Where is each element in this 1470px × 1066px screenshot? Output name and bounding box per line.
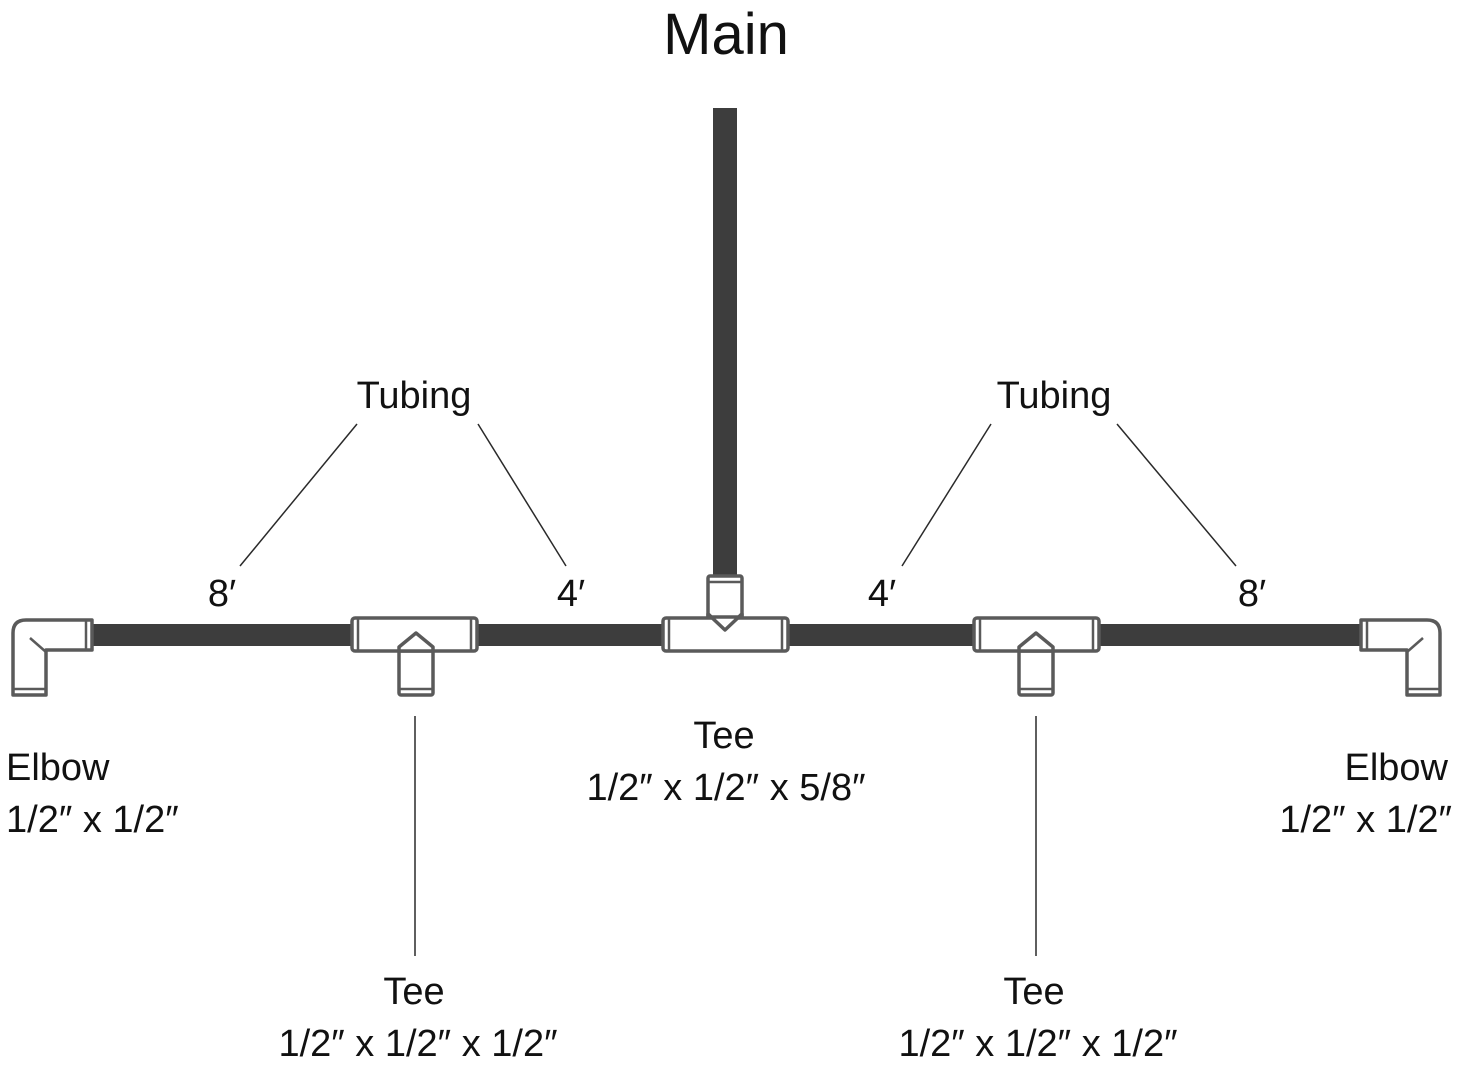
elbow-left-size: 1/2″ x 1/2″	[6, 799, 179, 841]
tubing-label-left: Tubing	[357, 375, 472, 417]
tee-right-size: 1/2″ x 1/2″ x 1/2″	[898, 1023, 1177, 1065]
elbow-left-fitting	[11, 618, 94, 697]
tubing-right-outer	[1096, 624, 1360, 646]
length-label-left-inner: 4′	[557, 573, 585, 615]
tee-center-name: Tee	[693, 715, 754, 757]
tee-center-fitting	[661, 574, 790, 653]
elbow-right-size: 1/2″ x 1/2″	[1279, 799, 1452, 841]
elbow-left-name: Elbow	[6, 747, 110, 789]
elbow-right-name: Elbow	[1345, 747, 1449, 789]
leader-tubing-right-inner	[901, 423, 992, 567]
main-supply-tubing	[713, 108, 737, 578]
tee-left-size: 1/2″ x 1/2″ x 1/2″	[278, 1023, 557, 1065]
leader-tubing-right-outer	[1116, 423, 1237, 567]
diagram-title: Main	[663, 2, 789, 67]
tee-right-name: Tee	[1003, 971, 1064, 1013]
tubing-right-inner	[786, 624, 974, 646]
tee-left-fitting	[350, 616, 479, 697]
length-label-left-outer: 8′	[208, 573, 236, 615]
tubing-label-right: Tubing	[997, 375, 1112, 417]
leader-tubing-left-outer	[239, 423, 358, 567]
leader-tubing-left-inner	[477, 423, 567, 567]
tee-center-size: 1/2″ x 1/2″ x 5/8″	[586, 767, 865, 809]
tee-right-fitting	[972, 616, 1101, 697]
length-label-right-inner: 4′	[868, 573, 896, 615]
length-label-right-outer: 8′	[1238, 573, 1266, 615]
tee-left-name: Tee	[383, 971, 444, 1013]
tubing-left-outer	[90, 624, 354, 646]
tubing-left-inner	[476, 624, 664, 646]
elbow-right-fitting	[1359, 618, 1442, 697]
